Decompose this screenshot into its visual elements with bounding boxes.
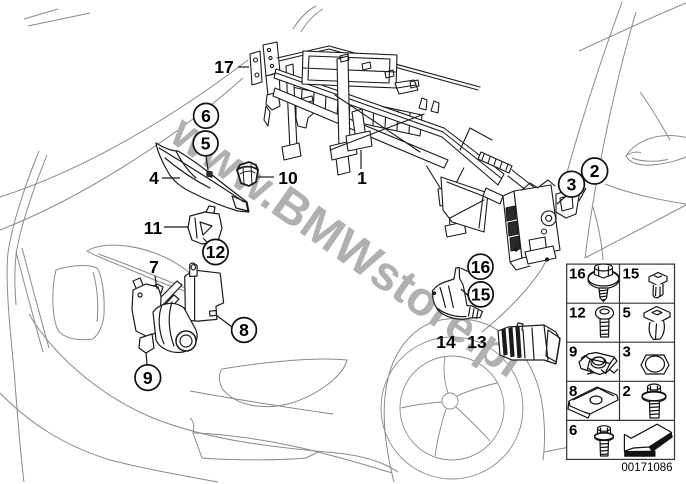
svg-text:7: 7 — [149, 257, 159, 277]
svg-text:16: 16 — [569, 266, 586, 283]
svg-text:11: 11 — [144, 218, 163, 238]
svg-text:5: 5 — [623, 305, 631, 322]
svg-text:3: 3 — [567, 174, 577, 194]
svg-text:00171086: 00171086 — [621, 462, 672, 474]
svg-text:2: 2 — [623, 383, 631, 400]
svg-text:8: 8 — [239, 320, 249, 340]
svg-text:15: 15 — [471, 285, 491, 305]
svg-text:6: 6 — [569, 422, 577, 439]
svg-text:12: 12 — [206, 242, 226, 262]
svg-text:2: 2 — [590, 161, 600, 181]
svg-text:16: 16 — [471, 257, 491, 277]
svg-text:15: 15 — [623, 266, 640, 283]
svg-text:4: 4 — [149, 168, 159, 188]
svg-text:14: 14 — [436, 332, 456, 352]
svg-text:9: 9 — [569, 344, 577, 361]
svg-text:3: 3 — [623, 344, 631, 361]
svg-text:13: 13 — [467, 332, 487, 352]
svg-text:9: 9 — [143, 368, 153, 388]
svg-text:10: 10 — [278, 168, 298, 188]
svg-text:6: 6 — [201, 106, 211, 126]
svg-text:12: 12 — [569, 305, 586, 322]
svg-text:17: 17 — [214, 57, 233, 77]
svg-text:8: 8 — [569, 383, 577, 400]
svg-text:5: 5 — [201, 134, 211, 154]
svg-text:1: 1 — [357, 168, 367, 188]
